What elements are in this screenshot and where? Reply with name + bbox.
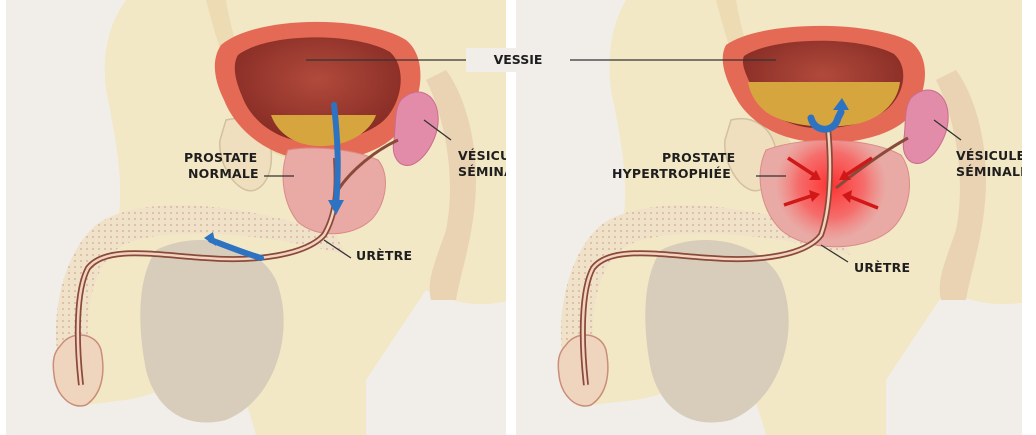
label-urethra-right: URÈTRE <box>854 260 910 275</box>
label-seminal-vesicle-2: SÉMINALE <box>458 164 512 179</box>
label-prostate-enlarged-2: HYPERTROPHIÉE <box>612 166 731 181</box>
label-seminal-vesicle-right-1: VÉSICULE <box>956 148 1022 163</box>
normal-prostate-illustration: PROSTATE NORMALE VÉSICULE SÉMINALE URÈTR… <box>6 0 512 435</box>
enlarged-prostate-illustration: PROSTATE HYPERTROPHIÉE VÉSICULE SÉMINALE… <box>516 0 1022 435</box>
label-urethra-left: URÈTRE <box>356 248 412 263</box>
urine-flow-arrow <box>334 105 338 205</box>
label-prostate-normal-2: NORMALE <box>188 166 259 181</box>
label-prostate-normal-1: PROSTATE <box>184 150 257 165</box>
label-prostate-enlarged-1: PROSTATE <box>662 150 735 165</box>
normal-prostate-panel: PROSTATE NORMALE VÉSICULE SÉMINALE URÈTR… <box>6 0 512 435</box>
label-bladder: VESSIE <box>494 52 543 67</box>
label-seminal-vesicle-right-2: SÉMINALE <box>956 164 1022 179</box>
bladder-label-box: VESSIE <box>466 48 570 72</box>
enlarged-prostate-panel: PROSTATE HYPERTROPHIÉE VÉSICULE SÉMINALE… <box>516 0 1022 435</box>
label-seminal-vesicle-1: VÉSICULE <box>458 148 512 163</box>
